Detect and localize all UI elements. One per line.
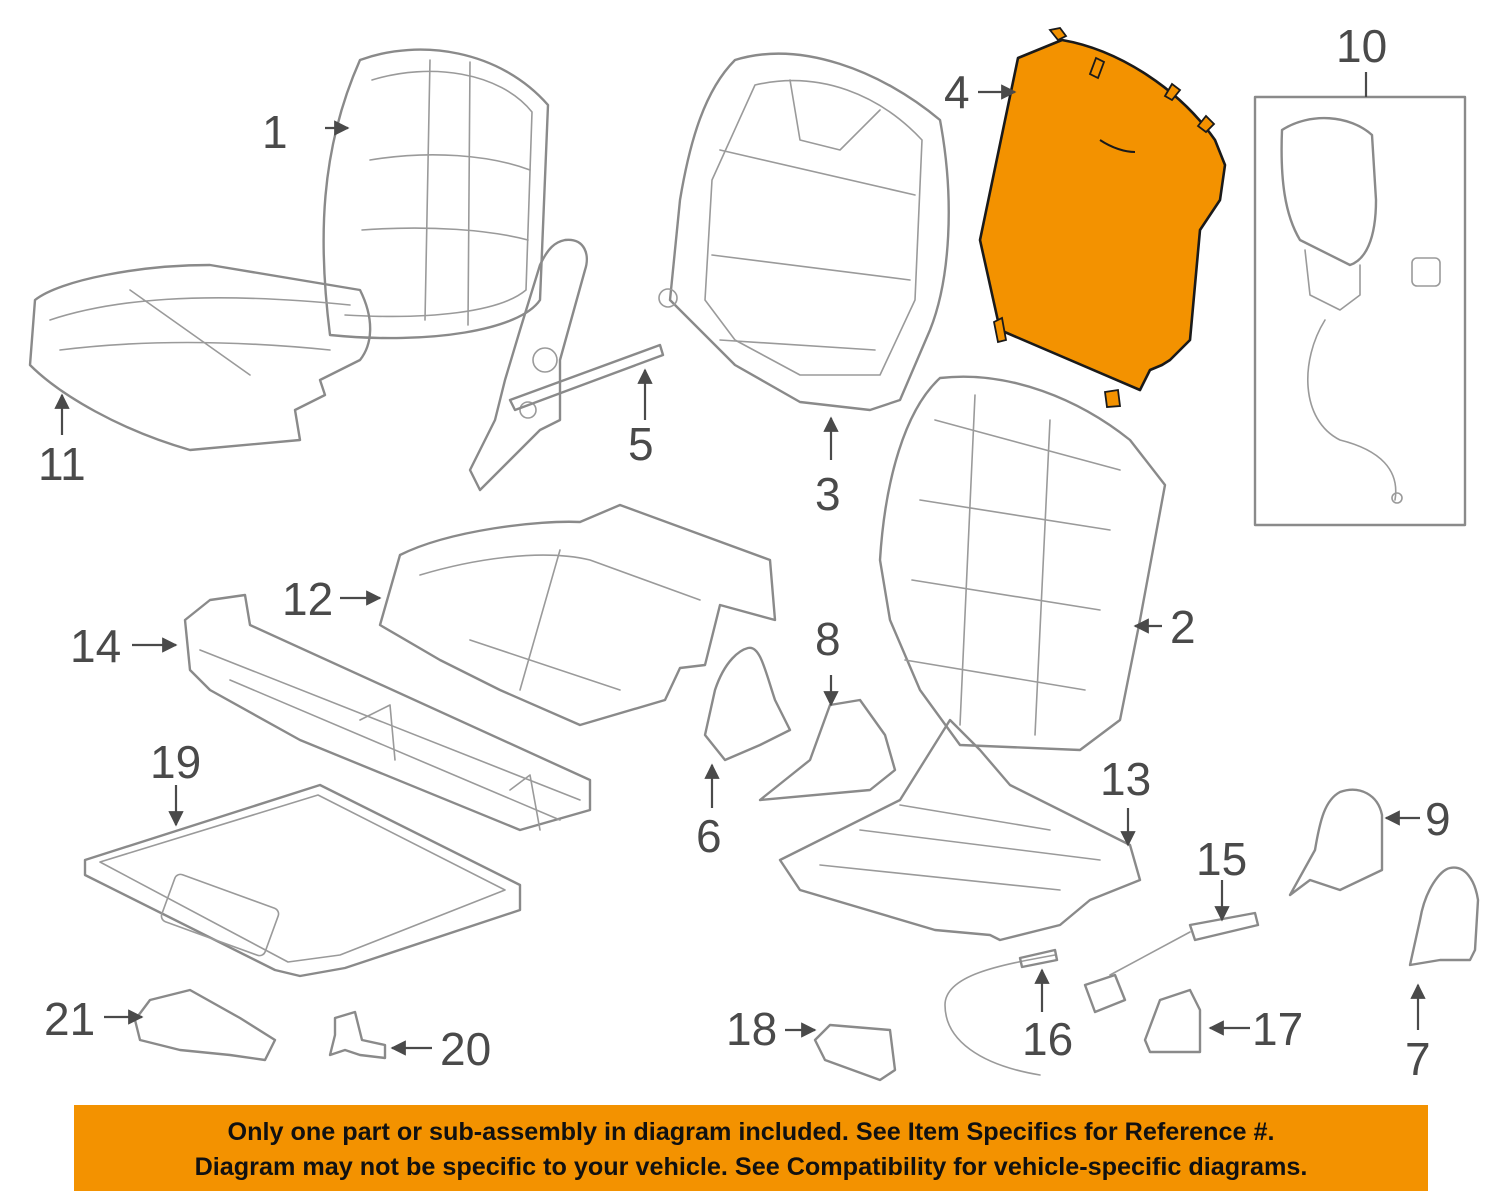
part-12-seat-cushion-pad[interactable]: [378, 503, 777, 727]
part-19-floor-pan[interactable]: [83, 783, 522, 978]
callout-7: 7: [1405, 1033, 1431, 1085]
callout-20: 20: [440, 1023, 491, 1075]
part-20-clip[interactable]: [328, 1010, 387, 1060]
callout-10: 10: [1336, 20, 1387, 72]
part-5-recliner-bracket[interactable]: [468, 238, 665, 492]
disclaimer-line-1: Only one part or sub-assembly in diagram…: [227, 1118, 1275, 1146]
part-4-panel-fill: [978, 38, 1227, 392]
part-13-seat-frame-lower[interactable]: [778, 718, 1142, 942]
disclaimer-banner: Only one part or sub-assembly in diagram…: [74, 1105, 1428, 1191]
callout-6: 6: [696, 810, 722, 862]
callout-11: 11: [38, 438, 86, 490]
callout-13: 13: [1100, 753, 1151, 805]
part-11-seat-cushion-cover[interactable]: [28, 263, 372, 452]
callout-21: 21: [44, 993, 95, 1045]
callout-14: 14: [70, 620, 121, 672]
part-14-seat-track[interactable]: [183, 593, 592, 832]
part-17-bracket[interactable]: [1143, 988, 1202, 1054]
part-6-bracket[interactable]: [703, 646, 792, 762]
callout-4: 4: [944, 66, 970, 118]
callout-17: 17: [1252, 1003, 1303, 1055]
leader-lines: [54, 72, 1426, 1056]
callout-15: 15: [1196, 833, 1247, 885]
callout-12: 12: [282, 573, 333, 625]
part-15-actuator[interactable]: [1083, 911, 1260, 1014]
callout-16: 16: [1022, 1013, 1073, 1065]
disclaimer-line-2: Diagram may not be specific to your vehi…: [194, 1153, 1308, 1181]
part-4-seat-back-panel[interactable]: [978, 27, 1227, 408]
callout-2: 2: [1170, 601, 1196, 653]
callout-3: 3: [815, 468, 841, 520]
callout-9: 9: [1425, 793, 1451, 845]
parts-diagram: 1 2 3 4 5 6 7 8 9 10 11 12 13 14 15 16 1…: [28, 20, 1480, 1085]
part-9-cover[interactable]: [1288, 788, 1384, 897]
part-10-headrest-kit[interactable]: [1253, 95, 1467, 527]
part-18-latch[interactable]: [813, 1023, 897, 1082]
part-7-cover[interactable]: [1408, 866, 1480, 967]
part-2-seat-back-pad[interactable]: [878, 375, 1167, 752]
part-8-bracket[interactable]: [758, 698, 897, 802]
part-16-cable[interactable]: [944, 948, 1059, 1076]
part-21-bracket[interactable]: [133, 988, 277, 1062]
callout-8: 8: [815, 613, 841, 665]
callout-1: 1: [262, 106, 288, 158]
callout-labels: 1 2 3 4 5 6 7 8 9 10 11 12 13 14 15 16 1…: [38, 20, 1451, 1085]
part-1-seat-back-cover[interactable]: [322, 48, 550, 340]
callout-5: 5: [628, 418, 654, 470]
callout-19: 19: [150, 736, 201, 788]
part-3-seat-back-frame[interactable]: [658, 52, 950, 412]
callout-18: 18: [726, 1003, 777, 1055]
